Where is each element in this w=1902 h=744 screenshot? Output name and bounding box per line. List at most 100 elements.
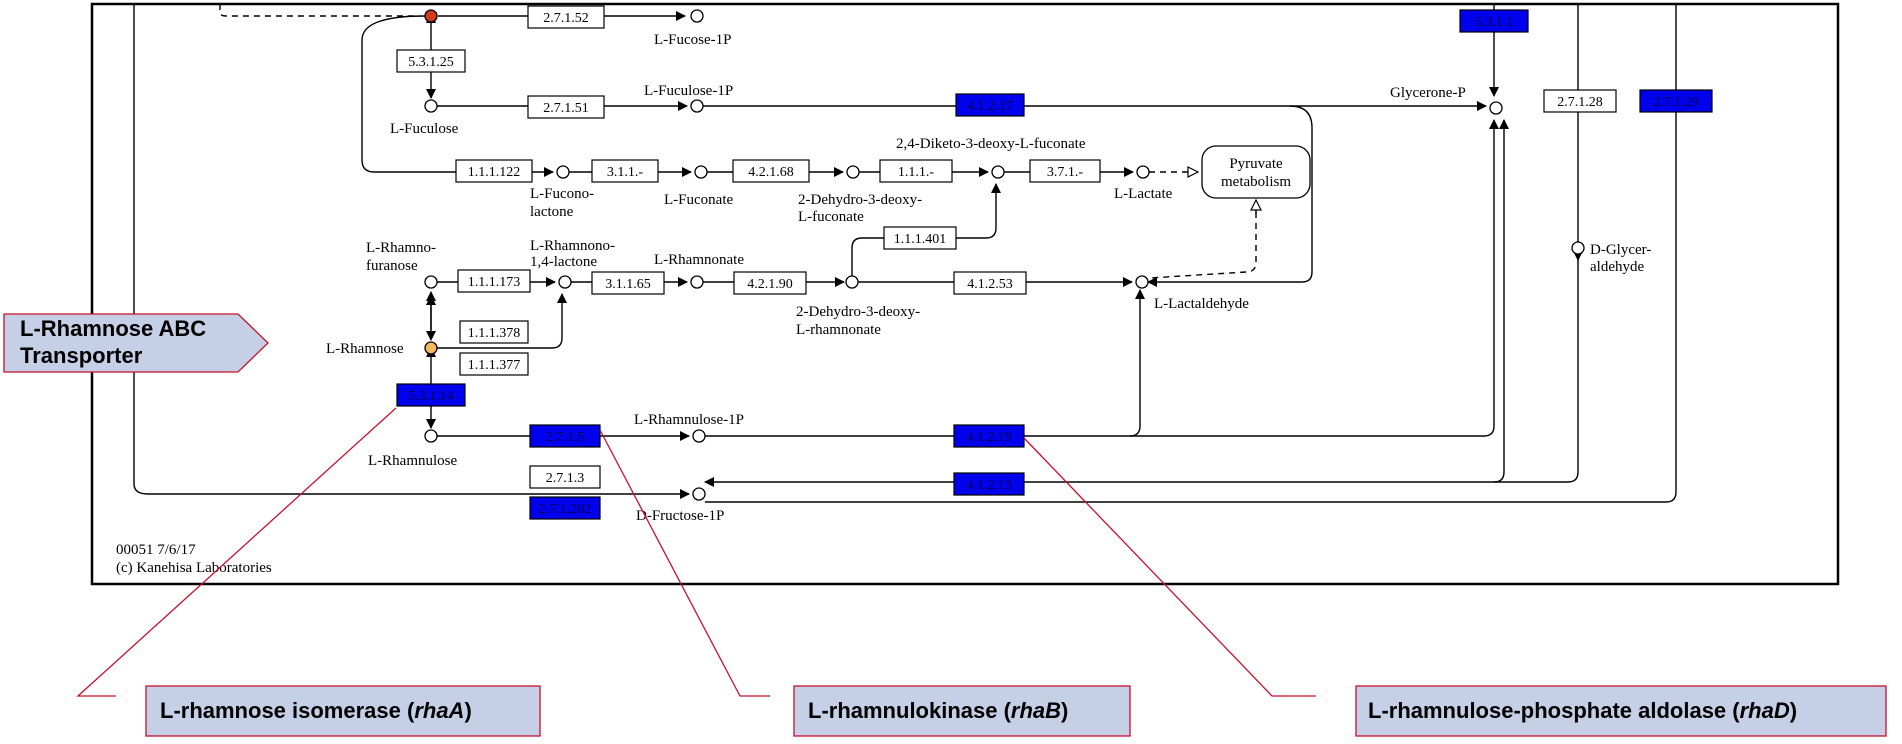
svg-text:metabolism: metabolism	[1221, 174, 1291, 190]
svg-text:1.1.1.378: 1.1.1.378	[468, 326, 521, 341]
label-dehydro-fuc-2: L-fuconate	[798, 209, 864, 225]
enzyme-2-7-1-5[interactable]: 2.7.1.5	[529, 424, 601, 448]
svg-text:1.1.1.401: 1.1.1.401	[894, 232, 947, 247]
label-l-rhamnose: L-Rhamnose	[326, 341, 404, 357]
d-fructose-1p-node[interactable]	[692, 487, 706, 501]
enzyme-4-1-2-13[interactable]: 4.1.2.13	[953, 472, 1025, 496]
dehydro-fuconate-node[interactable]	[846, 165, 860, 179]
svg-text:L-rhamnulose-phosphate aldolas: L-rhamnulose-phosphate aldolase (rhaD)	[1368, 698, 1797, 723]
enzyme-3-1-1-dash[interactable]: 3.1.1.-	[591, 159, 659, 183]
label-l-rhamnulose-1p: L-Rhamnulose-1P	[634, 412, 744, 428]
label-diketo-fuconate: 2,4-Diketo-3-deoxy-L-fuconate	[896, 136, 1086, 152]
label-l-fuculose: L-Fuculose	[390, 121, 459, 137]
svg-text:Pyruvate: Pyruvate	[1229, 156, 1283, 172]
enzyme-4-1-2-19[interactable]: 4.1.2.19	[953, 424, 1025, 448]
d-glyceraldehyde-node[interactable]	[1571, 241, 1585, 255]
l-rhamnulose-1p-node[interactable]	[692, 429, 706, 443]
copyright-footer: (c) Kanehisa Laboratories	[116, 560, 272, 576]
label-dehydro-rham-2: L-rhamnonate	[796, 322, 881, 338]
svg-text:3.1.1.-: 3.1.1.-	[607, 165, 644, 180]
l-rhamnose-node[interactable]	[424, 341, 438, 355]
enzyme-4-2-1-90[interactable]: 4.2.1.90	[733, 271, 807, 295]
svg-text:5.3.1.1: 5.3.1.1	[1475, 15, 1514, 30]
label-rhamnono-1: L-Rhamnono-	[530, 238, 615, 254]
enzyme-5-3-1-14[interactable]: 5.3.1.14	[396, 383, 466, 407]
l-rhamnono-lactone-node[interactable]	[558, 275, 572, 289]
enzyme-4-1-2-53[interactable]: 4.1.2.53	[953, 271, 1027, 295]
label-d-glyceraldehyde-2: aldehyde	[1590, 259, 1644, 275]
enzyme-2-7-1-3[interactable]: 2.7.1.3	[529, 465, 601, 489]
l-lactate-node[interactable]	[1136, 165, 1150, 179]
enzyme-2-7-1-51[interactable]: 2.7.1.51	[527, 95, 605, 119]
svg-text:2.7.1.202: 2.7.1.202	[539, 502, 592, 517]
rhamnose-abc-transporter[interactable]: L-Rhamnose ABC Transporter	[3, 313, 269, 373]
enzyme-1-1-1-378[interactable]: 1.1.1.378	[459, 320, 529, 344]
svg-text:2.7.1.28: 2.7.1.28	[1557, 95, 1603, 110]
compound-nodes	[424, 9, 1585, 501]
svg-text:4.1.2.13: 4.1.2.13	[966, 478, 1012, 493]
svg-text:1.1.1.377: 1.1.1.377	[468, 358, 521, 373]
label-l-fuculose-1p: L-Fuculose-1P	[644, 83, 733, 99]
enzyme-1-1-1-122[interactable]: 1.1.1.122	[455, 159, 533, 183]
label-l-fuconate: L-Fuconate	[664, 192, 733, 208]
dehydro-rhamnonate-node[interactable]	[845, 275, 859, 289]
label-l-lactaldehyde: L-Lactaldehyde	[1154, 296, 1249, 312]
svg-text:L-rhamnulokinase (rhaB): L-rhamnulokinase (rhaB)	[808, 698, 1068, 723]
l-fuconate-node[interactable]	[694, 165, 708, 179]
svg-text:2.7.1.5: 2.7.1.5	[546, 430, 585, 445]
label-dehydro-fuc-1: 2-Dehydro-3-deoxy-	[798, 192, 922, 208]
enzyme-1-1-1-173[interactable]: 1.1.1.173	[457, 269, 531, 293]
label-l-fucono-2: lactone	[530, 204, 574, 220]
l-rhamnulose-node[interactable]	[424, 429, 438, 443]
enzyme-4-2-1-68[interactable]: 4.2.1.68	[732, 159, 810, 183]
glycerone-p-node[interactable]	[1489, 101, 1503, 115]
label-l-lactate: L-Lactate	[1114, 186, 1173, 202]
enzyme-5-3-1-25[interactable]: 5.3.1.25	[396, 49, 466, 73]
label-rhamnono-2: 1,4-lactone	[530, 254, 597, 270]
svg-text:2.7.1.29: 2.7.1.29	[1653, 95, 1699, 110]
l-lactaldehyde-node[interactable]	[1135, 275, 1149, 289]
pyruvate-metabolism-map-link[interactable]: Pyruvate metabolism	[1201, 145, 1311, 199]
label-l-fucono-1: L-Fucono-	[530, 186, 594, 202]
transporter-label-1: L-Rhamnose ABC	[20, 316, 206, 341]
enzyme-4-1-2-17[interactable]: 4.1.2.17	[955, 93, 1025, 117]
l-rhamnonate-node[interactable]	[690, 275, 704, 289]
label-rhamnofuranose-2: furanose	[366, 258, 418, 274]
compound-labels: L-Fucose-1P L-Fuculose L-Fuculose-1P Gly…	[116, 32, 1651, 576]
label-l-fucose-1p: L-Fucose-1P	[654, 32, 732, 48]
l-fuculose-1p-node[interactable]	[690, 99, 704, 113]
enzyme-2-7-1-202[interactable]: 2.7.1.202	[529, 496, 601, 520]
svg-text:4.1.2.19: 4.1.2.19	[966, 430, 1012, 445]
svg-text:1.1.1.-: 1.1.1.-	[898, 165, 935, 180]
svg-text:4.1.2.17: 4.1.2.17	[967, 99, 1013, 114]
enzyme-3-1-1-65[interactable]: 3.1.1.65	[591, 271, 665, 295]
enzyme-2-7-1-52[interactable]: 2.7.1.52	[527, 5, 605, 29]
enzyme-1-1-1-dash[interactable]: 1.1.1.-	[879, 159, 953, 183]
l-fucose-node[interactable]	[424, 9, 438, 23]
svg-text:3.1.1.65: 3.1.1.65	[605, 277, 651, 292]
enzyme-5-3-1-1[interactable]: 5.3.1.1	[1459, 9, 1529, 33]
label-glycerone-p: Glycerone-P	[1390, 85, 1466, 101]
l-fuculose-node[interactable]	[424, 99, 438, 113]
label-l-rhamnonate: L-Rhamnonate	[654, 252, 744, 268]
enzyme-1-1-1-377[interactable]: 1.1.1.377	[459, 352, 529, 376]
enzyme-2-7-1-29[interactable]: 2.7.1.29	[1639, 89, 1713, 113]
l-rhamnofuranose-node[interactable]	[424, 275, 438, 289]
diketo-fuconate-node[interactable]	[991, 165, 1005, 179]
svg-text:4.2.1.90: 4.2.1.90	[747, 277, 793, 292]
svg-text:4.1.2.53: 4.1.2.53	[967, 277, 1013, 292]
callout-rhaB: L-rhamnulokinase (rhaB)	[793, 685, 1131, 737]
label-l-rhamnulose: L-Rhamnulose	[368, 453, 457, 469]
svg-text:2.7.1.52: 2.7.1.52	[543, 11, 589, 26]
l-fucono-lactone-node[interactable]	[556, 165, 570, 179]
enzyme-1-1-1-401[interactable]: 1.1.1.401	[883, 226, 957, 250]
svg-text:2.7.1.51: 2.7.1.51	[543, 101, 589, 116]
callout-rhaA: L-rhamnose isomerase (rhaA)	[145, 685, 541, 737]
map-id-footer: 00051 7/6/17	[116, 542, 196, 558]
svg-text:1.1.1.173: 1.1.1.173	[468, 275, 521, 290]
enzyme-3-7-1-dash[interactable]: 3.7.1.-	[1029, 159, 1101, 183]
enzyme-2-7-1-28[interactable]: 2.7.1.28	[1543, 89, 1617, 113]
l-fucose-1p-node[interactable]	[690, 9, 704, 23]
callout-leader-lines	[76, 407, 1316, 697]
